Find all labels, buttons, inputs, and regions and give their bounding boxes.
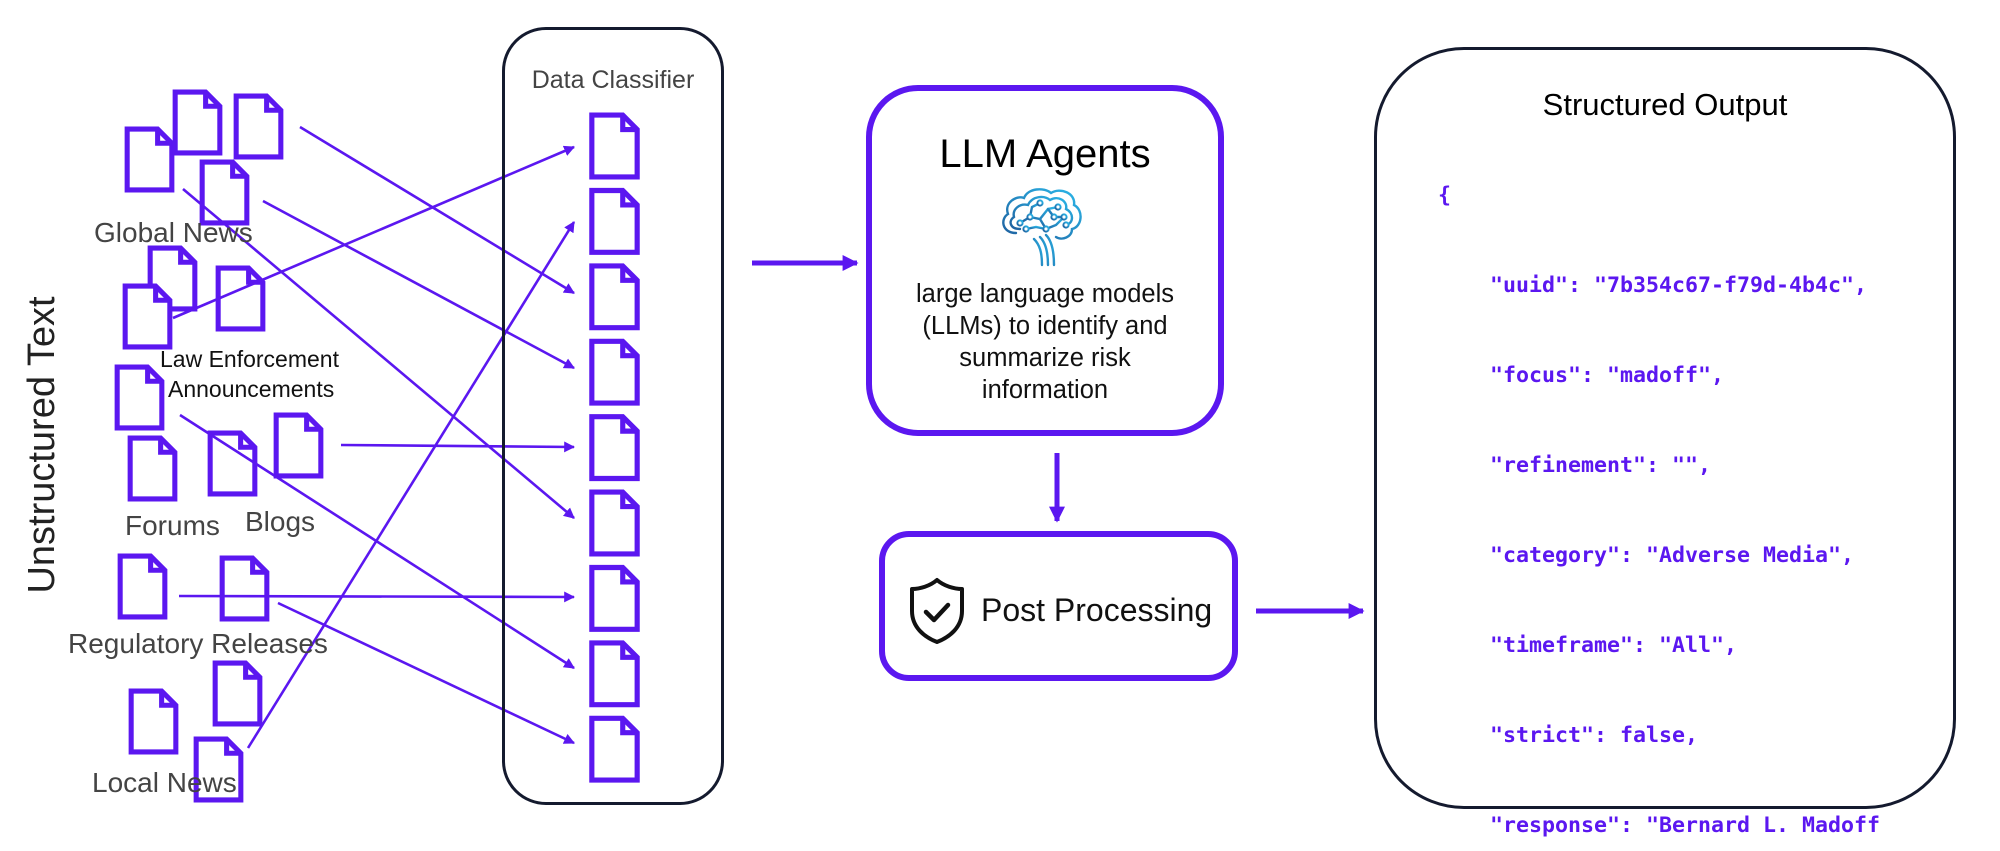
source-label-law-enforcement-line1: Law Enforcement (160, 346, 339, 372)
source-label-blogs: Blogs (245, 506, 316, 537)
structured-output-title: Structured Output (1542, 87, 1788, 122)
source-label-law-enforcement-line2: Announcements (168, 376, 335, 402)
llm-agents-description: large language models (LLMs) to identify… (872, 278, 1218, 406)
routing-arrow (179, 413, 575, 670)
json-field-category: "category": "Adverse Media", (1490, 543, 1855, 568)
unstructured-text-title: Unstructured Text (21, 296, 63, 594)
json-field-response: "response": "Bernard L. Madoff (1490, 813, 1881, 838)
brain-circuit-icon (1002, 188, 1082, 267)
document-icon (236, 96, 281, 157)
data-classifier-box: Data Classifier (502, 27, 724, 805)
data-classifier-title: Data Classifier (531, 66, 695, 94)
llm-description-line: (LLMs) to identify and (922, 312, 1168, 340)
routing-arrow (340, 441, 576, 453)
document-icon (210, 433, 255, 494)
llm-agents-title: LLM Agents (939, 132, 1151, 176)
document-icon (276, 415, 321, 476)
routing-arrow (277, 601, 575, 745)
routing-arrow (178, 591, 576, 603)
source-label-regulatory-releases: Regulatory Releases (68, 628, 328, 659)
json-open-brace: { (1438, 183, 1452, 208)
llm-description-line: large language models (915, 280, 1174, 308)
source-documents (117, 92, 321, 800)
llm-description-line: information (981, 376, 1109, 404)
document-icon (120, 556, 165, 617)
routing-arrow (182, 188, 575, 519)
routing-arrow (172, 145, 576, 320)
json-field-strict: "strict": false, (1490, 723, 1699, 748)
json-field-timeframe: "timeframe": "All", (1490, 633, 1738, 658)
routing-arrow (262, 199, 575, 370)
document-icon (218, 268, 263, 329)
document-icon (215, 663, 260, 724)
document-icon (127, 129, 172, 190)
json-field-focus: "focus": "madoff", (1490, 363, 1725, 388)
document-icon (131, 691, 176, 752)
document-icon (125, 286, 170, 347)
document-icon (117, 367, 162, 428)
post-processing-title: Post Processing (981, 592, 1213, 628)
routing-arrow (299, 125, 575, 295)
source-label-local-news: Local News (92, 767, 237, 798)
json-output: { "uuid": "7b354c67-f79d-4b4c", "focus":… (1405, 121, 1899, 851)
json-field-refinement: "refinement": "", (1490, 453, 1712, 478)
document-icon (202, 162, 247, 223)
document-icon (175, 92, 220, 153)
json-field-uuid: "uuid": "7b354c67-f79d-4b4c", (1490, 273, 1868, 298)
source-to-classifier-arrows (172, 125, 576, 749)
source-label-forums: Forums (125, 510, 220, 541)
routing-arrow (246, 221, 576, 749)
llm-description-line: summarize risk (959, 344, 1131, 372)
structured-output-box: Structured Output { "uuid": "7b354c67-f7… (1374, 47, 1956, 838)
shield-check-icon (910, 578, 964, 644)
document-icon (130, 438, 175, 499)
source-label-global-news: Global News (94, 217, 253, 248)
post-processing-box: Post Processing (879, 531, 1238, 681)
document-icon (222, 558, 267, 619)
llm-agents-box: LLM Agents (866, 85, 1224, 436)
